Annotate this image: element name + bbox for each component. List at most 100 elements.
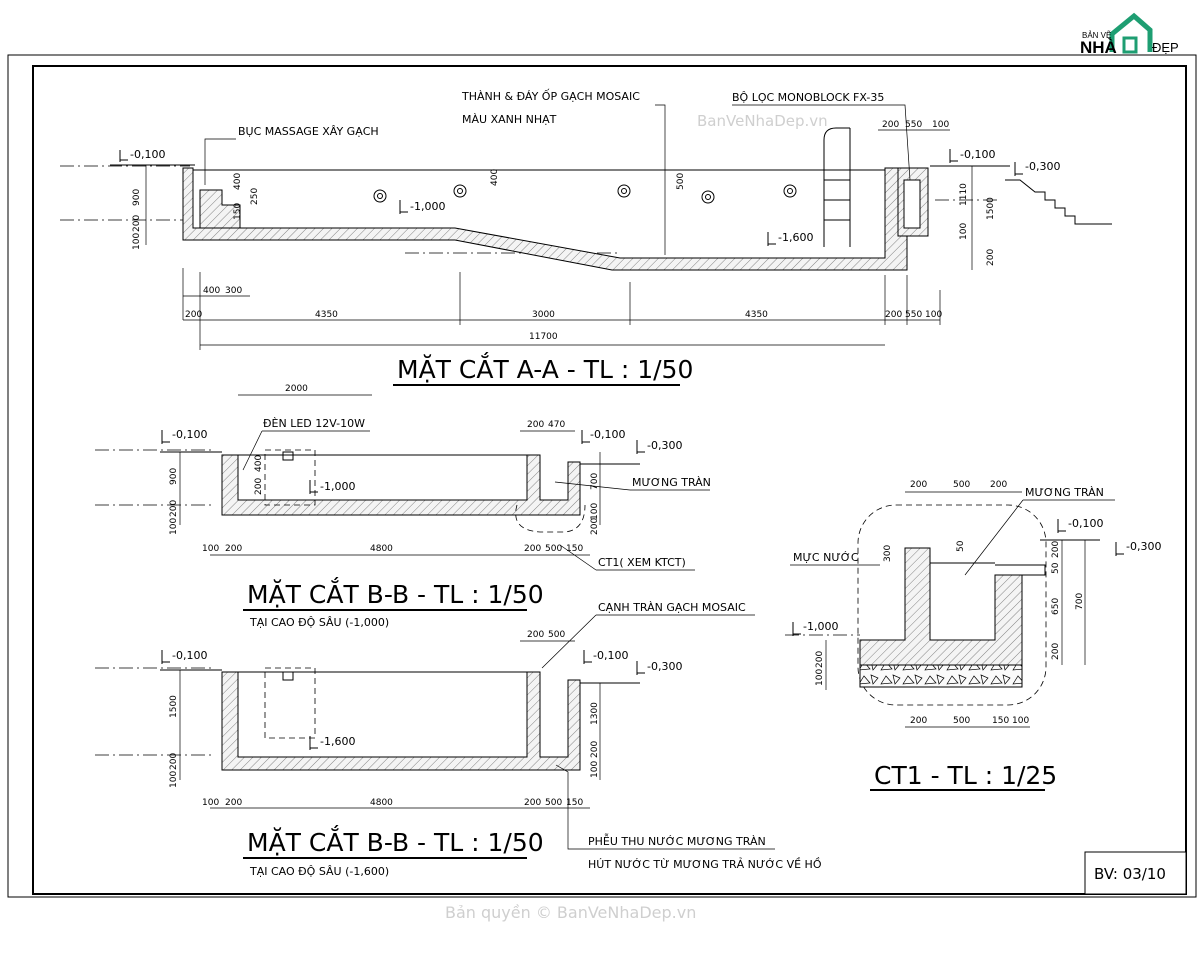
dim-bb1-200b: 200 [169, 500, 179, 517]
dim-aa-seg2: 3000 [532, 310, 555, 320]
dim-bb1-br-150: 150 [566, 544, 583, 554]
dim-bb2-bl-200: 200 [225, 798, 242, 808]
dim-aa-150: 150 [233, 203, 243, 220]
massage-bench [199, 189, 241, 229]
note-funnel-1: PHỄU THU NƯỚC MƯƠNG TRÀN [588, 833, 766, 848]
pool-shell-bb1 [221, 454, 581, 516]
dim-ct1-100: 100 [815, 669, 825, 686]
dim-aa-b200: 200 [185, 310, 202, 320]
logo-main-text: NHÀ [1080, 38, 1117, 57]
dim-bb2-br-200: 200 [524, 798, 541, 808]
dim-bb1-br-500: 500 [545, 544, 562, 554]
dim-ct1-b-200: 200 [910, 716, 927, 726]
note-massage: BỤC MASSAGE XÂY GẠCH [238, 125, 379, 138]
level-aa-1: -0,100 [130, 148, 165, 161]
dim-bb1-tr-200: 200 [527, 420, 544, 430]
outside-stairs [1005, 179, 1112, 225]
level-ct1-2: -0,300 [1126, 540, 1161, 553]
pool-shell-aa [182, 167, 908, 271]
dim-bb2-tr-500: 500 [548, 630, 565, 640]
level-aa-4: -0,100 [960, 148, 995, 161]
dim-bb2-200: 200 [169, 753, 179, 770]
level-aa-5: -0,300 [1025, 160, 1060, 173]
dim-bb1-bl-200: 200 [225, 544, 242, 554]
dim-aa-400b: 400 [490, 169, 500, 186]
led-light-bb1 [282, 451, 294, 461]
dim-aa-total: 11700 [529, 332, 558, 342]
logo-small-text: BẢN VẼ [1082, 31, 1111, 40]
dim-ct1-50: 50 [956, 540, 966, 552]
level-ct1-3: -1,000 [803, 620, 838, 633]
dim-ct1-650: 650 [1051, 598, 1061, 615]
pool-shell-bb2 [221, 671, 581, 771]
title-ct1: CT1 - TL : 1/25 [874, 761, 1057, 790]
dim-aa-b300: 300 [225, 286, 242, 296]
note-tiles-2: MÀU XANH NHẠT [462, 113, 557, 126]
dim-bb1-4800: 4800 [370, 544, 393, 554]
level-aa-2: -1,000 [410, 200, 445, 213]
note-ct1-gutter: MƯƠNG TRÀN [1025, 486, 1104, 499]
dim-aa-end-200: 200 [885, 310, 902, 320]
dim-aa-1500: 1500 [986, 197, 996, 220]
dim-ct1-200b: 200 [1051, 643, 1061, 660]
dim-bb1-2000: 2000 [285, 384, 308, 394]
dim-aa-500: 500 [676, 173, 686, 190]
dim-aa-end-100: 100 [925, 310, 942, 320]
dim-ct1-top-200: 200 [910, 480, 927, 490]
sheet-number-box: BV: 03/10 [1084, 851, 1187, 895]
section-bb2: -0,100 -1,600 -0,100 -0,300 CẠNH TRÀN GẠ… [95, 601, 822, 878]
dim-bb2-100: 100 [169, 771, 179, 788]
title-aa: MẶT CẮT A-A - TL : 1/50 [397, 352, 693, 384]
house-icon [1109, 12, 1153, 52]
dim-aa-200b: 200 [986, 249, 996, 266]
watermark-bottom: Bản quyền © BanVeNhaDep.vn [445, 903, 696, 922]
dim-bb2-200b: 200 [590, 741, 600, 758]
dim-ct1-top-200b: 200 [990, 480, 1007, 490]
dim-bb1-100: 100 [169, 518, 179, 535]
dim-ct1-300: 300 [883, 545, 893, 562]
note-led: ĐÈN LED 12V-10W [263, 417, 365, 430]
dim-bb1-bl-100: 100 [202, 544, 219, 554]
dim-aa-filter-550: 550 [905, 120, 922, 130]
level-aa-3: -1,600 [778, 231, 813, 244]
dim-aa-900: 900 [132, 189, 142, 206]
section-aa: -0,100 -1,000 -1,600 -0,100 -0,300 BỤC M… [60, 89, 1112, 386]
note-tiles-1: THÀNH & ĐÁY ỐP GẠCH MOSAIC [461, 89, 640, 103]
dim-bb1-100c: 100 [590, 503, 600, 520]
title-bb1: MẶT CẮT B-B - TL : 1/50 [247, 577, 544, 609]
dim-bb1-700: 700 [590, 473, 600, 490]
note-funnel-2: HÚT NƯỚC TỪ MƯƠNG TRẢ NƯỚC VỀ HỒ [588, 857, 822, 871]
level-bb1-2: -1,000 [320, 480, 355, 493]
dim-bb2-br-150: 150 [566, 798, 583, 808]
dim-bb1-400: 400 [254, 455, 264, 472]
note-ct1-water: MỰC NƯỚC [793, 551, 859, 564]
ct1-wall [859, 547, 1023, 666]
note-ct1: CT1( XEM KTCT) [598, 556, 686, 569]
section-bb1: -0,100 -1,000 -0,100 -0,300 ĐÈN LED 12V-… [95, 384, 711, 629]
dim-bb2-tr-200: 200 [527, 630, 544, 640]
dim-aa-seg1: 4350 [315, 310, 338, 320]
dim-bb2-bl-100: 100 [202, 798, 219, 808]
outer-border [7, 54, 1197, 898]
dim-aa-end-550: 550 [905, 310, 922, 320]
watermark-top: BanVeNhaDep.vn [697, 112, 828, 130]
level-bb2-4: -0,300 [647, 660, 682, 673]
level-bb2-3: -0,100 [593, 649, 628, 662]
dim-ct1-b-100: 100 [1012, 716, 1029, 726]
dim-ct1-200c: 200 [815, 651, 825, 668]
level-bb1-1: -0,100 [172, 428, 207, 441]
note-gutter-bb1: MƯƠNG TRÀN [632, 476, 711, 489]
ct1-foundation [859, 664, 1023, 688]
dim-bb2-1300: 1300 [590, 702, 600, 725]
note-filter: BỘ LỌC MONOBLOCK FX-35 [732, 91, 884, 104]
dim-bb1-900: 900 [169, 468, 179, 485]
level-bb1-4: -0,300 [647, 439, 682, 452]
dim-aa-100: 100 [132, 233, 142, 250]
dim-bb1-br-200: 200 [524, 544, 541, 554]
dim-aa-1110: 1110 [959, 183, 969, 206]
dim-bb1-200c: 200 [590, 518, 600, 535]
dim-bb1-tr-470: 470 [548, 420, 565, 430]
led-light-bb2 [282, 671, 294, 681]
dim-aa-400: 400 [233, 173, 243, 190]
